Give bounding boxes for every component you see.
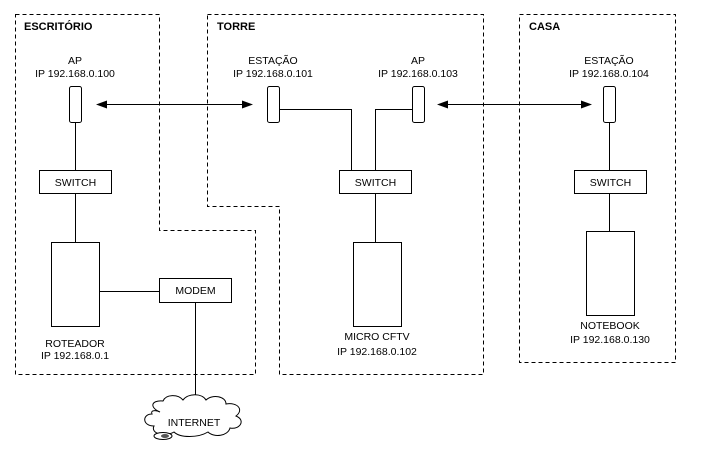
device-ip: IP 192.168.0.1 <box>41 350 109 362</box>
device-name: ROTEADOR <box>45 338 105 350</box>
device-ip: IP 192.168.0.103 <box>378 68 458 80</box>
arrowhead-right-icon <box>242 100 253 109</box>
device-name: SWITCH <box>355 177 396 189</box>
arrowhead-left-icon <box>437 100 448 109</box>
device-ip: IP 192.168.0.104 <box>569 68 649 80</box>
device-roteador[interactable]: ROTEADOR IP 192.168.0.1 <box>41 242 109 363</box>
zone-escritorio-label: ESCRITÓRIO <box>24 20 93 33</box>
link-ap-switch-torre <box>375 109 412 170</box>
zone-torre-label: TORRE <box>217 21 255 33</box>
device-escritorio-ap[interactable]: AP IP 192.168.0.100 <box>35 55 115 123</box>
antenna-icon <box>603 86 616 123</box>
device-name: ESTAÇÃO <box>248 54 297 67</box>
device-casa-switch[interactable]: SWITCH <box>574 170 647 194</box>
arrowhead-left-icon <box>96 100 107 109</box>
notebook-icon <box>586 231 635 316</box>
cloud-tail-dot-icon <box>161 434 169 438</box>
device-casa-estacao[interactable]: ESTAÇÃO IP 192.168.0.104 <box>569 54 649 123</box>
device-name: MODEM <box>175 285 215 297</box>
zone-escritorio-boundary <box>15 14 256 375</box>
computer-icon <box>353 242 402 327</box>
wireless-link-escritorio-torre <box>96 100 253 109</box>
device-notebook[interactable]: NOTEBOOK IP 192.168.0.130 <box>570 231 650 347</box>
device-ip: IP 192.168.0.102 <box>337 346 417 358</box>
router-icon <box>51 242 100 327</box>
device-name: INTERNET <box>168 417 221 429</box>
arrowhead-right-icon <box>581 100 592 109</box>
device-micro-cftv[interactable]: MICRO CFTV IP 192.168.0.102 <box>337 242 417 359</box>
antenna-icon <box>69 86 82 123</box>
device-name: SWITCH <box>590 177 631 189</box>
wireless-link-torre-casa <box>437 100 592 109</box>
device-torre-estacao[interactable]: ESTAÇÃO IP 192.168.0.101 <box>233 54 313 123</box>
zone-casa-label: CASA <box>529 21 560 33</box>
device-ip: IP 192.168.0.100 <box>35 68 115 80</box>
device-torre-switch[interactable]: SWITCH <box>339 170 412 194</box>
antenna-icon <box>267 86 280 123</box>
device-name: SWITCH <box>55 177 96 189</box>
cloud-icon <box>144 394 242 437</box>
device-ip: IP 192.168.0.101 <box>233 68 313 80</box>
antenna-icon <box>412 86 425 123</box>
zone-casa-boundary <box>519 14 676 363</box>
zone-torre-boundary <box>207 14 484 375</box>
device-name: NOTEBOOK <box>580 320 640 332</box>
device-modem[interactable]: MODEM <box>159 278 232 303</box>
device-name: ESTAÇÃO <box>584 54 633 67</box>
device-name: AP <box>68 55 82 67</box>
device-ip: IP 192.168.0.130 <box>570 334 650 346</box>
device-name: MICRO CFTV <box>344 331 409 343</box>
device-internet[interactable]: INTERNET <box>144 394 242 440</box>
device-torre-ap[interactable]: AP IP 192.168.0.103 <box>378 55 458 123</box>
device-name: AP <box>411 55 425 67</box>
device-escritorio-switch[interactable]: SWITCH <box>39 170 112 194</box>
link-estacao-switch-torre <box>280 109 352 170</box>
